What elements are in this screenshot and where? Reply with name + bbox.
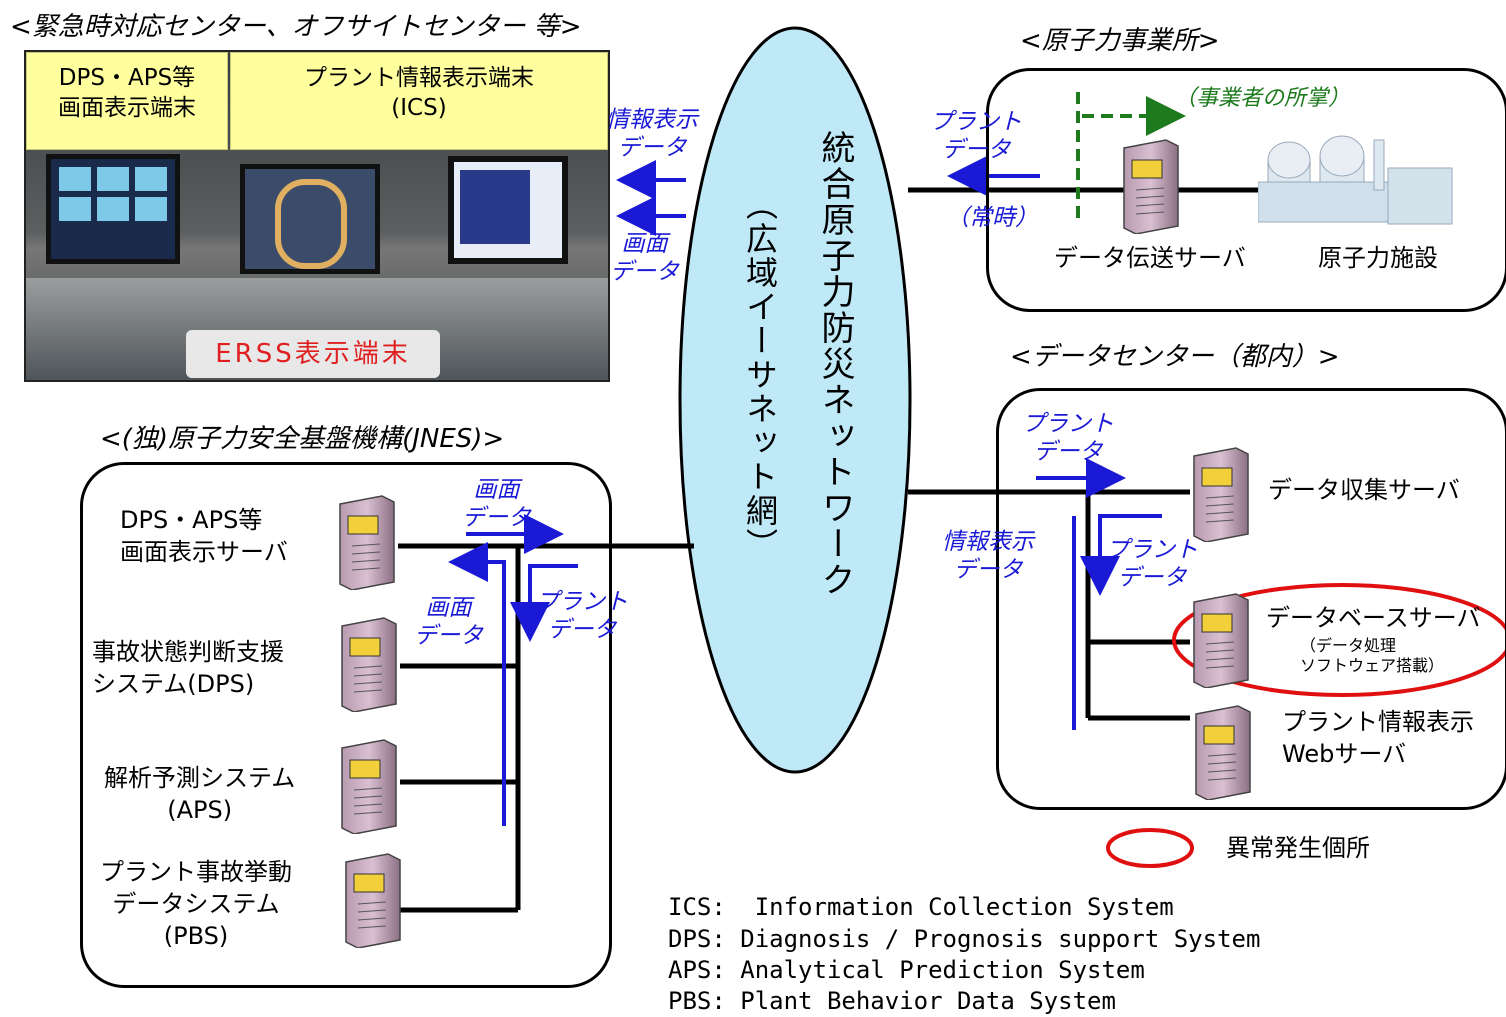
nuclear-facility-icon <box>1258 120 1458 230</box>
network-ellipse <box>678 26 912 774</box>
network-sub: （広域イーサネット網） <box>741 188 779 562</box>
operator-jurisdiction-label: （事業者の所掌） <box>1174 86 1351 111</box>
jnes-pbs-server-icon <box>340 852 404 948</box>
flow-screen-data: 画面 データ <box>610 231 679 285</box>
database-server-label: データベースサーバ <box>1266 604 1481 632</box>
plant-site-plant-data: プラント データ <box>930 109 1022 163</box>
jnes-display-server-label: DPS・APS等 画面表示サーバ <box>120 506 288 566</box>
monitor-3 <box>448 156 568 264</box>
ersss-label-box: ERSS表示端末 <box>186 330 440 378</box>
jnes-dps-label: 事故状態判断支援 システム(DPS) <box>92 638 284 698</box>
header-dps-aps-terminal: DPS・APS等 画面表示端末 <box>26 52 228 150</box>
dc-plant-arrow-down <box>1080 514 1162 596</box>
database-server-note: （データ処理 ソフトウェア搭載） <box>1300 636 1445 675</box>
legend-anomaly-ellipse <box>1106 828 1194 868</box>
jnes-screen-data-top: 画面 データ <box>462 477 531 531</box>
collection-server-icon <box>1188 446 1252 542</box>
monitor-2 <box>240 164 380 274</box>
legend-ics: ICS: Information Collection System <box>668 893 1174 921</box>
jnes-screen-data-left: 画面 データ <box>414 595 483 649</box>
title-data-center: <データセンター（都内）> <box>1010 342 1340 372</box>
web-server-icon <box>1190 704 1254 800</box>
jnes-box <box>80 462 612 988</box>
jnes-plant-arrow-down <box>510 564 578 642</box>
web-server-label: プラント情報表示 Webサーバ <box>1282 708 1474 768</box>
legend-aps: APS: Analytical Prediction System <box>668 956 1145 984</box>
jnes-display-server-icon <box>334 494 398 590</box>
header-plant-info-terminal: プラント情報表示端末 (ICS) <box>230 52 608 150</box>
legend-anomaly-label: 異常発生個所 <box>1226 834 1370 862</box>
legend-dps: DPS: Diagnosis / Prognosis support Syste… <box>668 925 1261 953</box>
legend-pbs: PBS: Plant Behavior Data System <box>668 987 1116 1015</box>
transfer-server-icon <box>1118 138 1182 234</box>
jnes-plant-data: プラント データ <box>536 589 628 643</box>
database-server-icon <box>1188 592 1252 688</box>
title-emergency-center: <緊急時対応センター、オフサイトセンター 等> <box>10 12 582 42</box>
monitor-1 <box>46 154 180 264</box>
anomaly-ellipse <box>1172 583 1506 697</box>
jnes-screen-arrow-left <box>448 542 506 826</box>
jnes-aps-server-icon <box>336 738 400 834</box>
plant-site-always: （常時） <box>946 205 1038 231</box>
dc-plant-data-down: プラント データ <box>1106 537 1198 591</box>
title-plant-site: <原子力事業所> <box>1020 26 1220 56</box>
jnes-aps-label: 解析予測システム (APS) <box>104 764 296 824</box>
flow-info-display-data: 情報表示 データ <box>606 107 698 161</box>
title-jnes: <(独)原子力安全基盤機構(JNES)> <box>100 424 505 454</box>
dc-plant-data-top: プラント データ <box>1022 411 1114 465</box>
network-name: 統合原子力防災ネットワーク <box>815 130 855 598</box>
facility-label: 原子力施設 <box>1318 244 1438 272</box>
emergency-photo: DPS・APS等 画面表示端末 プラント情報表示端末 (ICS) ERSS表示端… <box>24 50 610 382</box>
jnes-dps-server-icon <box>336 616 400 712</box>
transfer-server-label: データ伝送サーバ <box>1054 244 1246 272</box>
jnes-pbs-label: プラント事故挙動 データシステム (PBS) <box>100 858 292 950</box>
collection-server-label: データ収集サーバ <box>1268 476 1460 504</box>
dc-info-display-data: 情報表示 データ <box>942 529 1034 583</box>
